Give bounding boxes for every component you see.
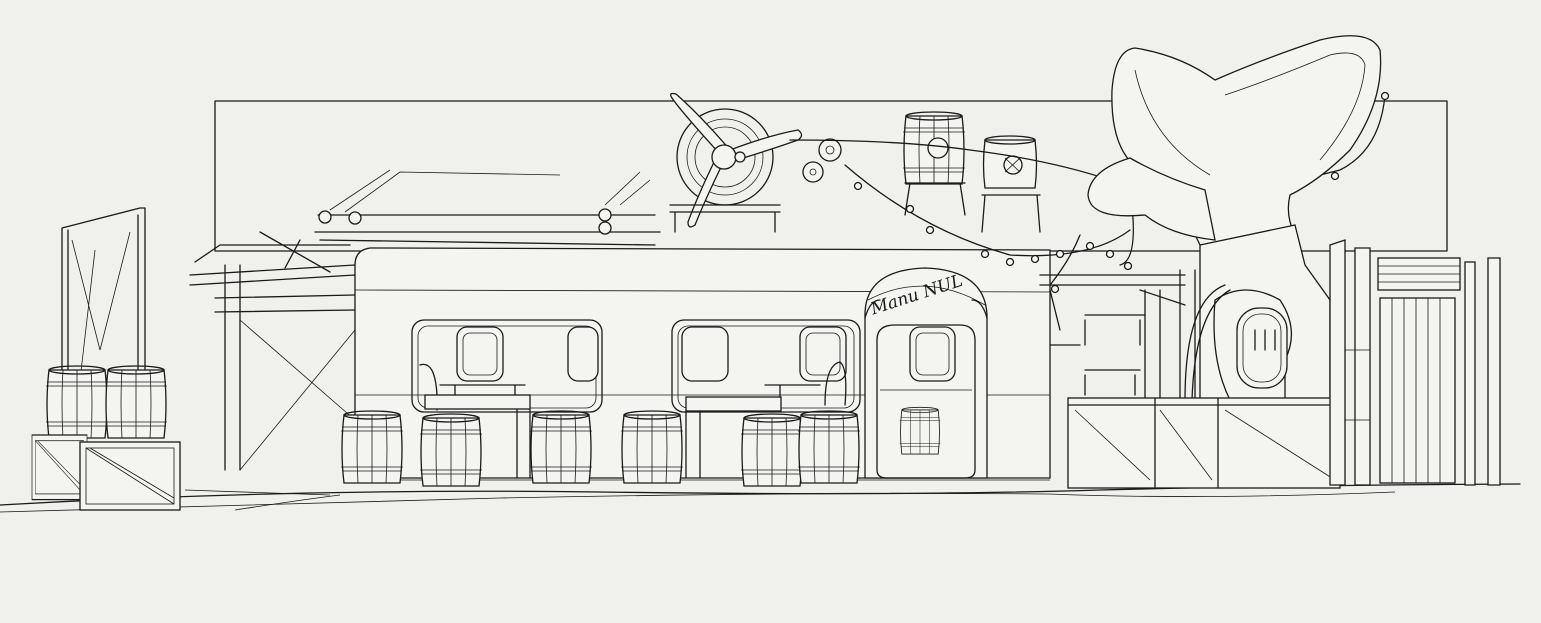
barrel (740, 413, 804, 487)
barrel (340, 410, 404, 484)
barrel (899, 406, 941, 455)
gears (802, 138, 842, 183)
ground-planks (184, 489, 341, 511)
crate (79, 441, 181, 511)
top-barrel-1 (902, 111, 966, 216)
crate (31, 434, 88, 501)
top-barrel-2 (981, 135, 1041, 233)
left-scaffold (189, 169, 661, 471)
right-shelving (1039, 269, 1196, 481)
crates-group (31, 434, 181, 511)
barrel (620, 410, 684, 484)
window-bay-right (671, 319, 861, 479)
carriage-door (864, 267, 988, 479)
window-bay-left (411, 319, 603, 479)
left-frame (61, 207, 146, 381)
barrel (45, 365, 109, 439)
right-fence (1329, 239, 1501, 486)
bar-counter (1067, 397, 1341, 489)
barrel (104, 365, 168, 439)
barrel (419, 413, 483, 487)
ground-shadow (0, 491, 1396, 513)
propeller (669, 92, 803, 233)
barrel (529, 410, 593, 484)
barrel (797, 410, 861, 484)
